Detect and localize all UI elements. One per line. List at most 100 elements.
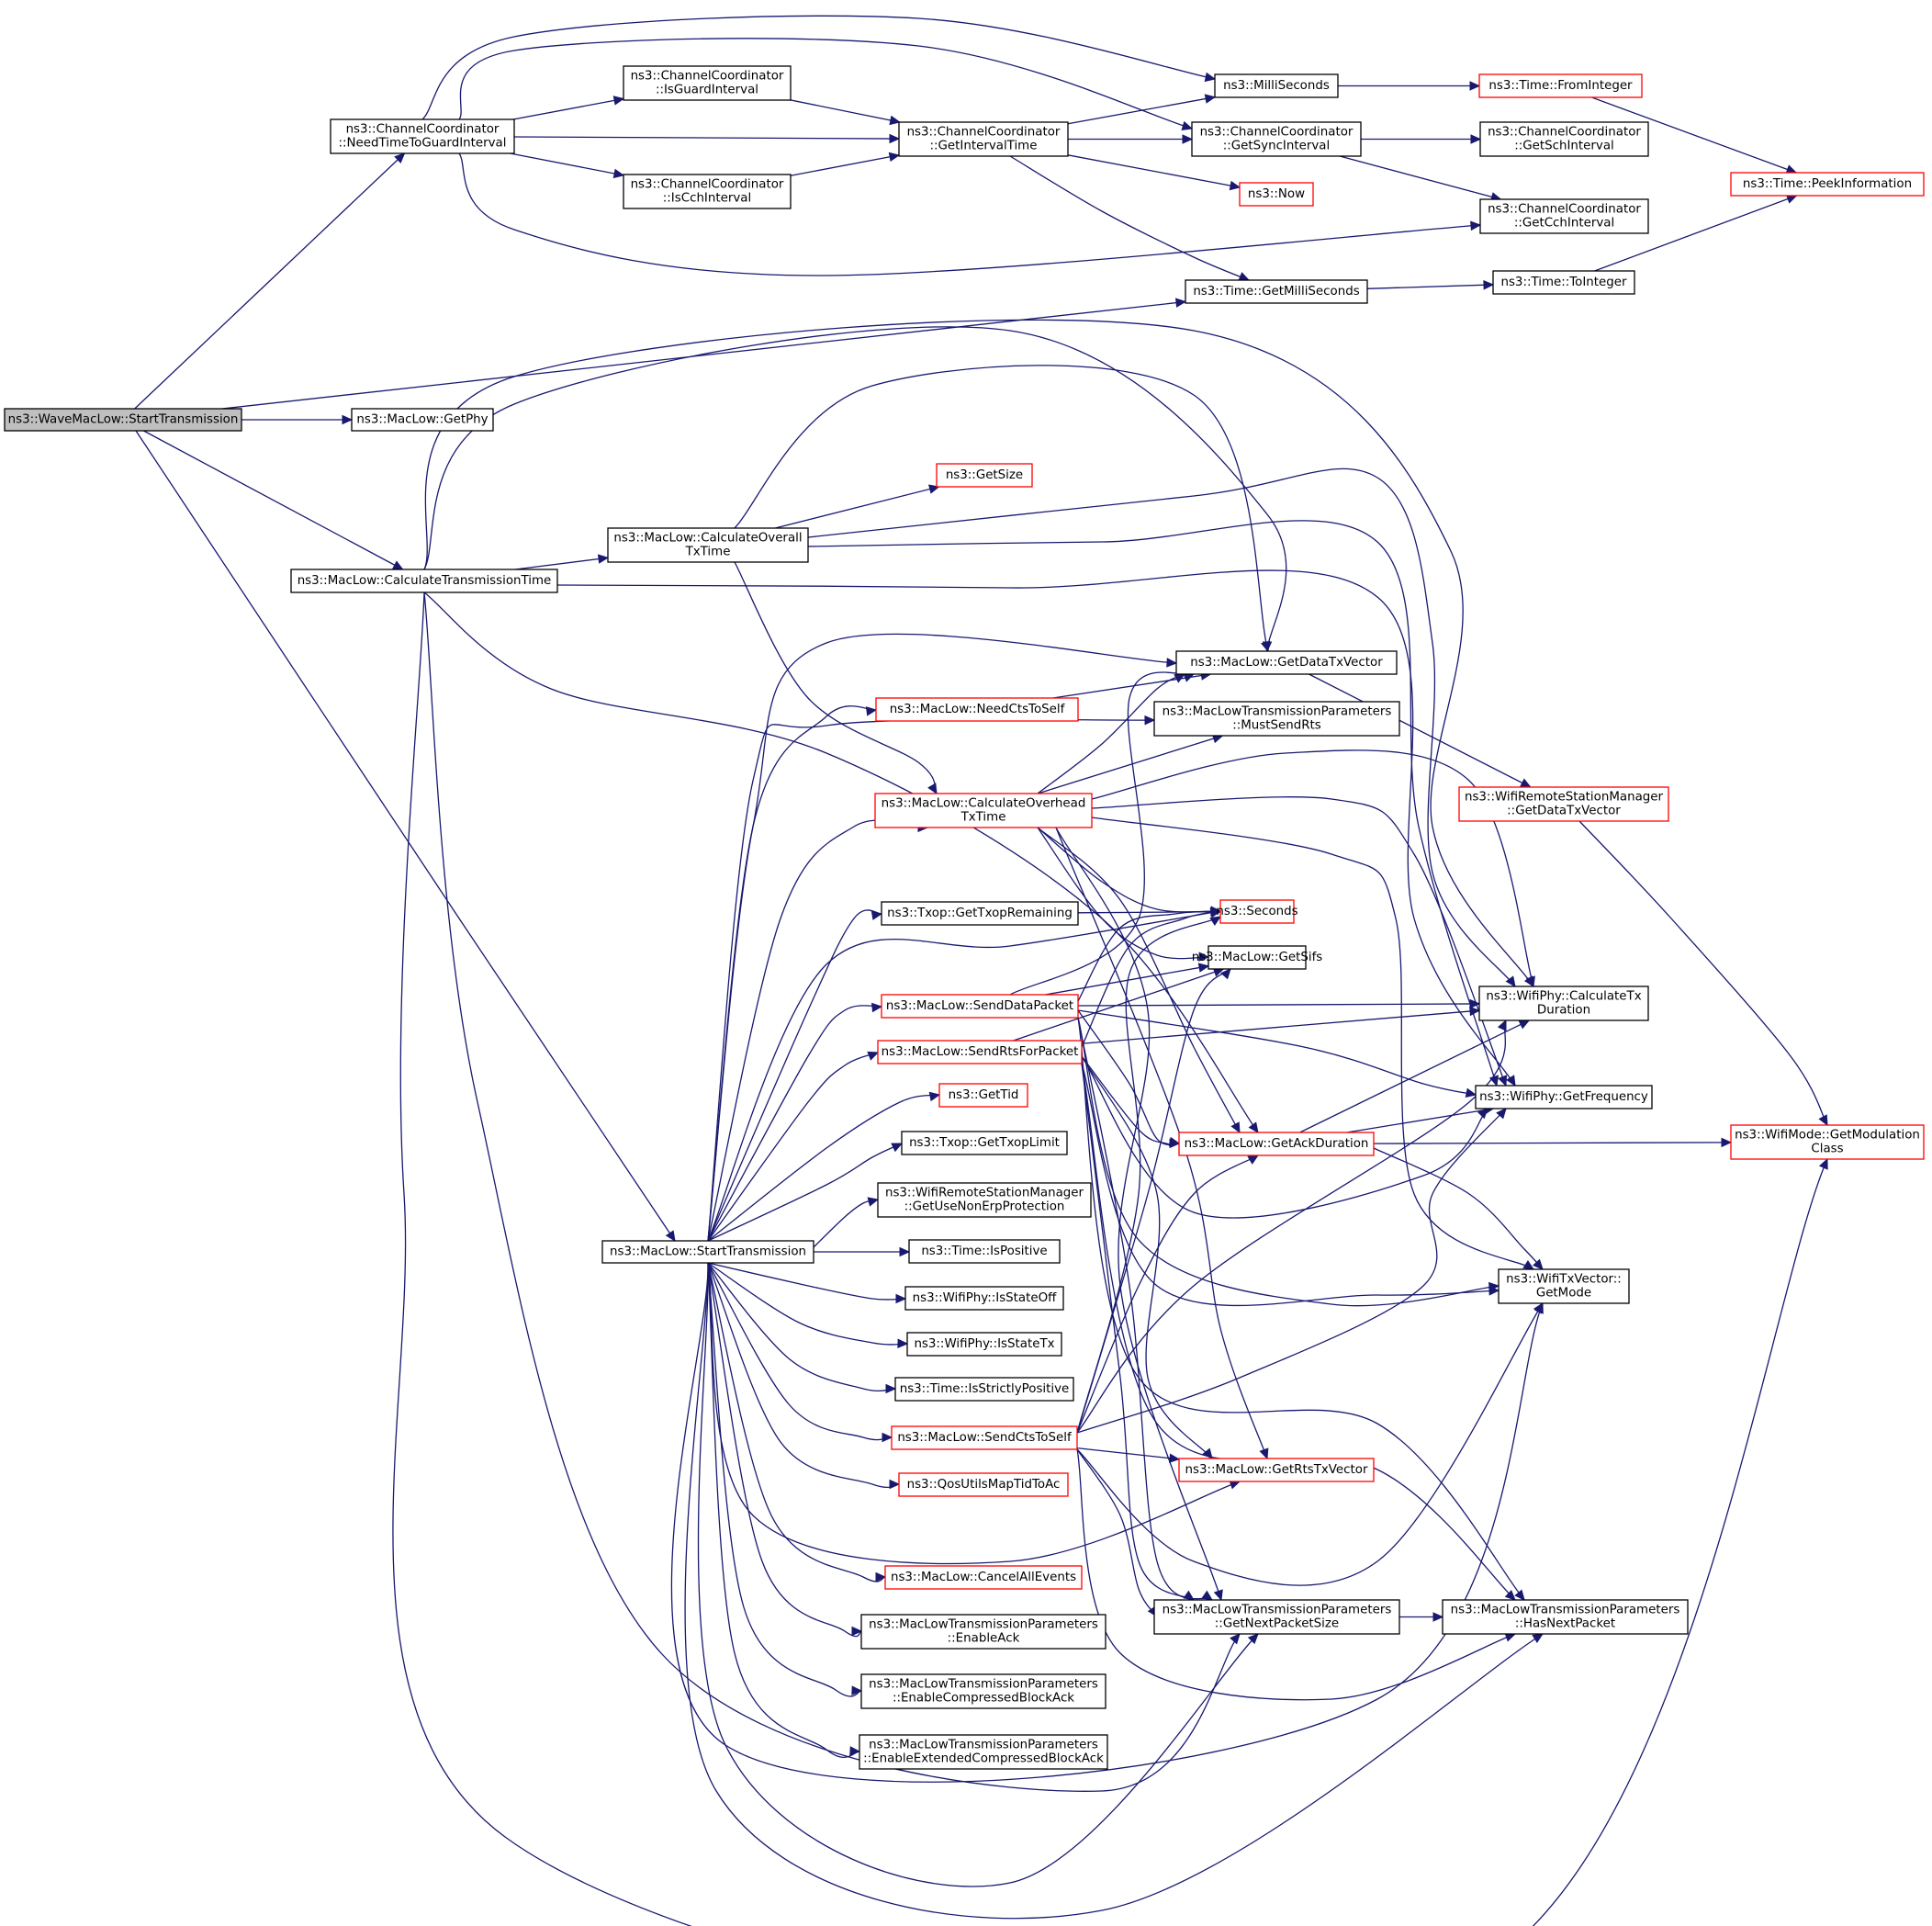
node-box xyxy=(1479,121,1649,157)
node-cancel-all[interactable]: ns3::MacLow::CancelAllEvents xyxy=(884,1565,1083,1590)
edge-wrsm_get_data-to-get_mod_class xyxy=(1578,820,1828,1127)
node-get-interval[interactable]: ns3::ChannelCoordinator::GetIntervalTime xyxy=(898,121,1069,157)
node-get-sifs[interactable]: ns3::MacLow::GetSifs xyxy=(1192,945,1323,970)
node-get-next-size[interactable]: ns3::MacLowTransmissionParameters::GetNe… xyxy=(1153,1599,1400,1635)
node-must-send-rts[interactable]: ns3::MacLowTransmissionParameters::MustS… xyxy=(1153,701,1400,737)
node-get-cch[interactable]: ns3::ChannelCoordinator::GetCchInterval xyxy=(1479,198,1649,234)
arrowhead-icon xyxy=(1213,1589,1223,1602)
arrowhead-icon xyxy=(1261,640,1271,653)
node-enable-cba[interactable]: ns3::MacLowTransmissionParameters::Enabl… xyxy=(860,1673,1106,1709)
node-label: ::IsGuardInterval xyxy=(656,84,758,97)
node-send-cts-self[interactable]: ns3::MacLow::SendCtsToSelf xyxy=(891,1425,1078,1450)
node-is-positive[interactable]: ns3::Time::IsPositive xyxy=(908,1239,1061,1264)
call-nodes: ns3::WaveMacLow::StartTransmission ns3::C… xyxy=(4,65,1925,1770)
edge-calc_tx_time-to-calc_overall xyxy=(514,554,610,570)
node-get-freq[interactable]: ns3::WifiPhy::GetFrequency xyxy=(1475,1085,1653,1109)
edge-get_ack_dur-to-get_mod_class xyxy=(1373,1137,1733,1148)
node-label: ::EnableAck xyxy=(948,1632,1020,1646)
edge-get_ack_dur-to-get_freq xyxy=(1346,1105,1495,1133)
edge-get_interval-to-get_millis xyxy=(1009,155,1251,281)
edge-need_guard-to-is_cch xyxy=(510,152,625,179)
node-get-rts-txv[interactable]: ns3::MacLow::GetRtsTxVector xyxy=(1178,1458,1375,1482)
edge-calc_overall-to-calc_overhead xyxy=(734,561,938,795)
arrowhead-icon xyxy=(891,1143,904,1153)
node-to-int[interactable]: ns3::Time::ToInteger xyxy=(1492,270,1635,295)
node-label: ::EnableExtendedCompressedBlockAck xyxy=(863,1752,1104,1766)
edge-send_data-to-get_sifs xyxy=(1045,963,1210,996)
node-label: Class xyxy=(1811,1143,1843,1156)
node-need-guard[interactable]: ns3::ChannelCoordinator::NeedTimeToGuard… xyxy=(330,118,515,154)
node-get-tid[interactable]: ns3::GetTid xyxy=(938,1083,1028,1108)
edge-maclow_start-to-seconds xyxy=(707,907,1222,1242)
arrowhead-icon xyxy=(867,1051,880,1061)
node-box xyxy=(623,174,792,209)
node-wave-start[interactable]: ns3::WaveMacLow::StartTransmission xyxy=(4,408,242,432)
node-enable-ecba[interactable]: ns3::MacLowTransmissionParameters::Enabl… xyxy=(859,1734,1108,1770)
node-is-strictly-pos[interactable]: ns3::Time::IsStrictlyPositive xyxy=(894,1377,1074,1402)
node-qos-map[interactable]: ns3::QosUtilsMapTidToAc xyxy=(898,1472,1069,1497)
arrowhead-icon xyxy=(882,1432,893,1443)
node-send-rts[interactable]: ns3::MacLow::SendRtsForPacket xyxy=(877,1040,1083,1064)
node-box xyxy=(1153,1599,1400,1635)
node-label: ns3::WifiRemoteStationManager xyxy=(1465,791,1664,805)
edge-calc_overall-to-get_size xyxy=(775,484,940,529)
edge-send_cts_self-to-get_rts_txv xyxy=(1076,1447,1181,1463)
node-peek[interactable]: ns3::Time::PeekInformation xyxy=(1730,172,1925,197)
node-get-ack-dur[interactable]: ns3::MacLow::GetAckDuration xyxy=(1178,1132,1375,1156)
arrowhead-icon xyxy=(1488,1075,1500,1087)
node-need-cts[interactable]: ns3::MacLow::NeedCtsToSelf xyxy=(875,697,1079,722)
edge-calc_overhead-to-get_mode xyxy=(1091,817,1535,1270)
node-box xyxy=(1498,1268,1630,1304)
arrowhead-icon xyxy=(394,152,406,164)
node-from-int[interactable]: ns3::Time::FromInteger xyxy=(1478,73,1643,98)
node-is-cch[interactable]: ns3::ChannelCoordinator::IsCchInterval xyxy=(623,174,792,209)
node-txop-remaining[interactable]: ns3::Txop::GetTxopRemaining xyxy=(881,901,1079,926)
node-box xyxy=(906,1332,1062,1357)
node-label: ns3::Time::IsPositive xyxy=(921,1245,1047,1258)
node-send-data[interactable]: ns3::MacLow::SendDataPacket xyxy=(881,994,1079,1019)
node-get-millis[interactable]: ns3::Time::GetMilliSeconds xyxy=(1185,279,1368,304)
edge-need_guard-to-millis xyxy=(421,15,1217,120)
node-use-nonerp[interactable]: ns3::WifiRemoteStationManager::GetUseNon… xyxy=(877,1182,1092,1218)
node-box xyxy=(1475,1085,1653,1109)
node-get-phy[interactable]: ns3::MacLow::GetPhy xyxy=(351,408,494,432)
node-get-sync[interactable]: ns3::ChannelCoordinator::GetSyncInterval xyxy=(1191,121,1362,157)
edge-calc_tx_time-to-get_mod_class xyxy=(392,591,1828,1926)
node-txop-limit[interactable]: ns3::Txop::GetTxopLimit xyxy=(901,1131,1068,1155)
node-label: ns3::Txop::GetTxopRemaining xyxy=(887,907,1073,920)
edge-line xyxy=(670,1262,1544,1783)
node-is-guard[interactable]: ns3::ChannelCoordinator::IsGuardInterval xyxy=(623,65,792,101)
node-get-data-txv[interactable]: ns3::MacLow::GetDataTxVector xyxy=(1175,650,1398,675)
node-get-sch[interactable]: ns3::ChannelCoordinator::GetSchInterval xyxy=(1479,121,1649,157)
node-maclow-start[interactable]: ns3::MacLow::StartTransmission xyxy=(601,1240,814,1264)
node-enable-ack[interactable]: ns3::MacLowTransmissionParameters::Enabl… xyxy=(860,1614,1106,1650)
edge-calc_overall-to-calc_tx_dur xyxy=(807,467,1516,987)
arrowhead-icon xyxy=(597,554,610,564)
edge-line xyxy=(1055,827,1222,1601)
node-get-size[interactable]: ns3::GetSize xyxy=(936,463,1033,488)
node-wrsm-get-data[interactable]: ns3::WifiRemoteStationManager::GetDataTx… xyxy=(1458,786,1669,822)
node-millis[interactable]: ns3::MilliSeconds xyxy=(1214,73,1339,98)
node-label: ::GetSchInterval xyxy=(1514,140,1614,153)
edge-line xyxy=(1009,155,1250,281)
node-label: ns3::MacLow::NeedCtsToSelf xyxy=(890,703,1065,716)
node-is-state-off[interactable]: ns3::WifiPhy::IsStateOff xyxy=(904,1286,1064,1311)
edge-line xyxy=(1091,817,1534,1270)
node-seconds[interactable]: ns3::Seconds xyxy=(1216,899,1298,924)
node-now[interactable]: ns3::Now xyxy=(1239,182,1314,207)
edge-need_guard-to-is_guard xyxy=(512,96,625,120)
edge-line xyxy=(1076,1019,1507,1434)
edge-wave_start-to-need_guard xyxy=(134,152,406,410)
node-box xyxy=(607,527,809,563)
node-has-next[interactable]: ns3::MacLowTransmissionParameters::HasNe… xyxy=(1442,1599,1689,1635)
arrowhead-icon xyxy=(1259,1447,1269,1460)
node-label: ::HasNextPacket xyxy=(1515,1617,1615,1631)
node-get-mode[interactable]: ns3::WifiTxVector::GetMode xyxy=(1498,1268,1630,1304)
node-is-state-tx[interactable]: ns3::WifiPhy::IsStateTx xyxy=(906,1332,1062,1357)
arrowhead-icon xyxy=(665,1230,676,1243)
node-calc-tx-time[interactable]: ns3::MacLow::CalculateTransmissionTime xyxy=(290,569,558,593)
